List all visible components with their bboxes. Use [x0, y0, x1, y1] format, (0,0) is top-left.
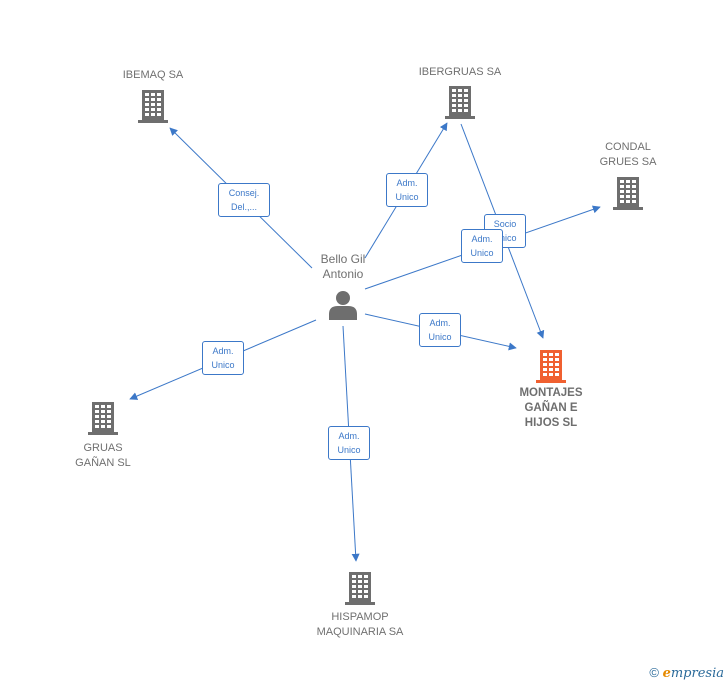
company-label-hispamop[interactable]: HISPAMOP MAQUINARIA SA — [295, 610, 425, 640]
company-label-line: GRUES SA — [599, 156, 657, 168]
company-label-line: IBEMAQ SA — [122, 69, 184, 81]
company-label-line: MAQUINARIA SA — [316, 626, 404, 638]
building-icon — [613, 177, 643, 210]
edge-label-bello-hispamop[interactable]: Adm. Unico — [328, 426, 370, 460]
edge-label-line: Unico — [395, 192, 419, 202]
company-label-line: GAÑAN SL — [75, 457, 131, 469]
edge-label-bello-ibemaq[interactable]: Consej. Del.,... — [218, 183, 270, 217]
edge-label-line: Adm. — [396, 178, 418, 188]
company-label-montajes[interactable]: MONTAJES GAÑAN E HIJOS SL — [486, 386, 616, 431]
edge-label-line: Consej. — [228, 188, 260, 198]
company-label-line: CONDAL — [605, 141, 651, 153]
company-node-ibergruas[interactable] — [445, 85, 475, 124]
brand-initial: e — [662, 666, 671, 681]
edge-label-line: Unico — [337, 445, 361, 455]
person-label-line: Antonio — [322, 267, 364, 281]
edge-label-line: Único — [493, 233, 517, 243]
edge-label-line: Del.,... — [230, 202, 257, 212]
building-icon — [536, 350, 566, 383]
edge-label-line: Adm. — [212, 346, 234, 356]
edge-label-bello-gruas[interactable]: Adm. Unico — [202, 341, 244, 375]
company-node-gruas[interactable] — [88, 401, 118, 440]
building-icon — [88, 402, 118, 435]
edge-label-line: Adm. — [471, 234, 493, 244]
edge-label-bello-ibergruas[interactable]: Adm. Unico — [386, 173, 428, 207]
company-label-line: GAÑAN E — [524, 402, 578, 414]
building-icon — [138, 90, 168, 123]
company-label-gruas[interactable]: GRUAS GAÑAN SL — [38, 441, 168, 471]
copyright-symbol: © — [649, 665, 659, 680]
company-node-condal[interactable] — [613, 176, 643, 215]
company-label-line: MONTAJES — [519, 387, 583, 399]
brand-name: mpresia — [670, 666, 724, 681]
company-label-line: IBERGRUAS SA — [418, 66, 502, 78]
edge-label-bello-montajes[interactable]: Adm. Unico — [419, 313, 461, 347]
company-label-ibemaq[interactable]: IBEMAQ SA — [88, 68, 218, 83]
building-icon — [345, 572, 375, 605]
edge-label-line: Adm. — [429, 318, 451, 328]
company-label-line: HIJOS SL — [524, 417, 578, 429]
company-node-hispamop[interactable] — [345, 571, 375, 610]
company-label-line: HISPAMOP — [331, 611, 389, 623]
edge-label-line: Socio — [493, 219, 517, 229]
edge-label-line: Unico — [470, 248, 494, 258]
company-label-ibergruas[interactable]: IBERGRUAS SA — [395, 65, 525, 80]
company-label-line: GRUAS — [83, 442, 123, 454]
person-label-line: Bello Gil — [320, 252, 366, 266]
empresia-watermark: © empresia — [649, 665, 724, 681]
edge-label-line: Adm. — [338, 431, 360, 441]
company-node-montajes[interactable] — [536, 349, 566, 388]
edge-label-bello-condal[interactable]: Adm. Unico — [461, 229, 503, 263]
company-label-condal[interactable]: CONDAL GRUES SA — [563, 140, 693, 170]
building-icon — [445, 86, 475, 119]
edge-label-line: Unico — [211, 360, 235, 370]
person-icon[interactable] — [328, 290, 358, 320]
company-node-ibemaq[interactable] — [138, 89, 168, 128]
edge-label-line: Unico — [428, 332, 452, 342]
